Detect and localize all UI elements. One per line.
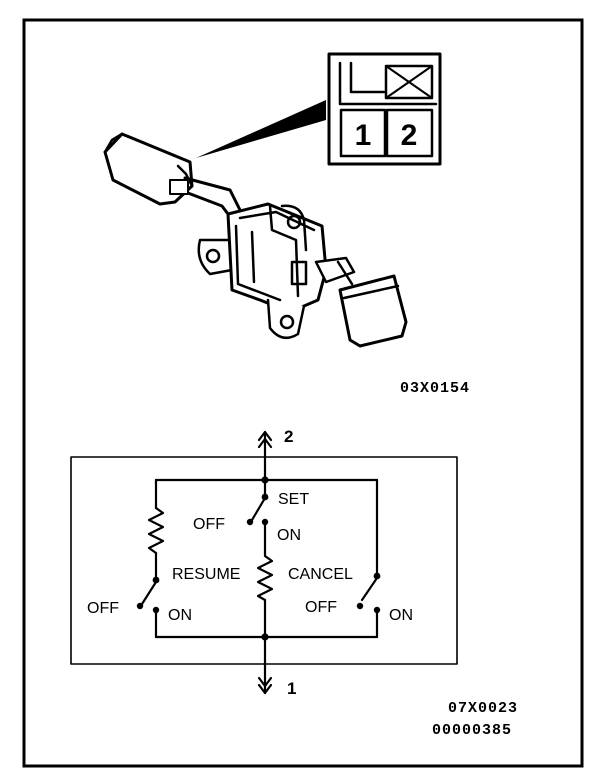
outer-frame <box>22 18 584 768</box>
cancel-on-label: ON <box>389 607 413 624</box>
resume-switch-blade <box>140 580 158 606</box>
switch-assembly-illustration <box>103 52 442 348</box>
set-off-label: OFF <box>193 516 225 533</box>
lever-knob <box>338 274 408 348</box>
schematic-diagram <box>70 430 458 695</box>
set-on-label: ON <box>277 527 301 544</box>
footer-code-2: 00000385 <box>432 722 512 739</box>
connector-blank-cell-icon <box>384 64 434 100</box>
terminal-1-label: 1 <box>287 679 296 698</box>
set-label: SET <box>278 491 309 508</box>
terminal-2-label: 2 <box>284 427 293 446</box>
resume-off-label: OFF <box>87 600 119 617</box>
set-switch-blade <box>250 496 267 522</box>
pointer-wedge <box>196 100 326 158</box>
footer-code-1: 07X0023 <box>448 700 518 717</box>
connector-pin-2-label: 2 <box>401 119 418 152</box>
switch-body <box>226 202 328 314</box>
cancel-off-label: OFF <box>305 599 337 616</box>
connector-pin-1-label: 1 <box>355 119 372 152</box>
connector-pin-1-cell <box>339 108 387 158</box>
top-figure-code: 03X0154 <box>400 380 470 397</box>
center-resistor <box>256 554 274 602</box>
cancel-switch-blade <box>360 576 379 602</box>
resume-on-label: ON <box>168 607 192 624</box>
connector-pin-2-cell <box>385 108 434 158</box>
cancel-label: CANCEL <box>288 566 353 583</box>
resume-resistor <box>147 506 165 555</box>
schematic-contacts <box>136 476 381 641</box>
resume-label: RESUME <box>172 566 240 583</box>
